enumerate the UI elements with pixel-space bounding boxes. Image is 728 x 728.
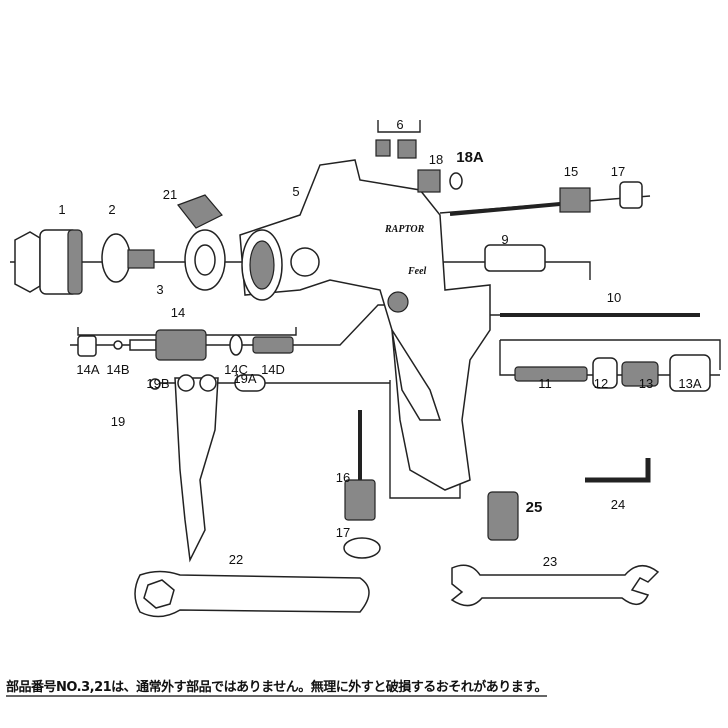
label-24: 24 [611, 497, 625, 512]
label-18A: 18A [456, 149, 484, 166]
label-14D: 14D [261, 362, 285, 377]
parts-top-right [375, 139, 700, 317]
label-19: 19 [111, 414, 125, 429]
part-14-valve [77, 329, 294, 361]
label-1: 1 [58, 202, 65, 217]
part-nozzle [101, 233, 155, 283]
label-11: 11 [538, 376, 552, 391]
label-9: 9 [501, 232, 508, 247]
label-14B: 14B [106, 362, 129, 377]
label-14C: 14C [224, 362, 248, 377]
part-air-cap [14, 229, 83, 295]
part-25-fitting [487, 491, 519, 541]
label-25: 25 [526, 499, 543, 516]
part-baffle [184, 229, 226, 291]
warning-note: 部品番号NO.3,21は、通常外す部品ではありません。無理に外すと破損するおそれ… [6, 676, 547, 697]
label-15: 15 [564, 164, 578, 179]
brand-raptor: RAPTOR [384, 224, 425, 235]
part-trigger [149, 374, 266, 563]
label-18: 18 [429, 152, 443, 167]
label-10: 10 [607, 290, 621, 305]
parts-16-17 [343, 410, 381, 559]
part-21 [177, 194, 223, 229]
label-19A: 19A [233, 371, 256, 386]
label-13A: 13A [678, 376, 701, 391]
label-6: 6 [396, 117, 403, 132]
label-22: 22 [229, 552, 243, 567]
brand-feel: Feel [407, 266, 427, 277]
label-13: 13 [639, 376, 653, 391]
label-17: 17 [611, 164, 625, 179]
label-14: 14 [171, 305, 185, 320]
part-23-spanner [450, 564, 660, 607]
part-gun-body: RAPTOR Feel [239, 159, 491, 491]
part-labels: 1 2 3 21 5 6 18 18A 15 17 9 10 14 14A 14… [58, 117, 702, 569]
label-17-lower: 17 [336, 525, 350, 540]
label-12: 12 [594, 376, 608, 391]
part-22-wrench [134, 570, 370, 618]
parts-11-13A [514, 354, 711, 392]
label-23: 23 [543, 554, 557, 569]
label-16: 16 [336, 470, 350, 485]
label-19B: 19B [146, 376, 169, 391]
label-2: 2 [108, 202, 115, 217]
part-24-hex-key [585, 458, 651, 483]
label-21: 21 [163, 187, 177, 202]
label-5: 5 [292, 184, 299, 199]
label-14A: 14A [76, 362, 99, 377]
label-3: 3 [156, 282, 163, 297]
